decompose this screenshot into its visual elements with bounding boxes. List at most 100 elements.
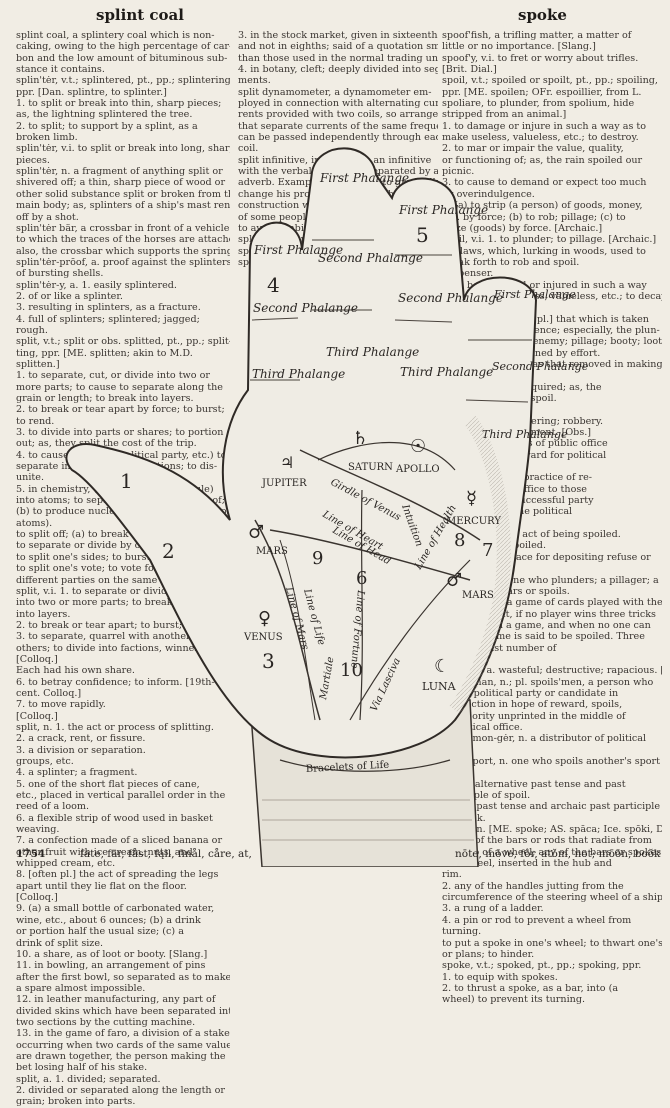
- dictionary-line: ments.: [238, 75, 271, 87]
- dictionary-line: that separate currents of the same frequ…: [238, 120, 438, 132]
- dictionary-line: make useless, valueless, etc.; to destro…: [442, 132, 639, 144]
- dictionary-line: 6. to betray confidence; to inform. [19t…: [16, 676, 215, 688]
- phalange-label: Third Phalange: [482, 428, 568, 441]
- dictionary-line: 2. any of the handles jutting from the: [442, 880, 624, 892]
- dictionary-line: 1. to equip with spokes.: [442, 971, 558, 983]
- dictionary-line: 7. a confection made of a sliced banana …: [16, 835, 223, 847]
- dictionary-line: spoil, v.t.; spoiled or spoilt, pt., pp.…: [442, 75, 658, 87]
- dictionary-line: the hub of a wheel; any of the bars or s…: [442, 846, 662, 858]
- dictionary-line: ting, ppr. [ME. splitten; akin to M.D.: [16, 347, 193, 359]
- line-of-head: [269, 529, 471, 581]
- dictionary-line: caking, owing to the high percentage of …: [16, 41, 230, 53]
- dictionary-line: spoil'ful, a. wasteful; destructive; rap…: [442, 665, 662, 677]
- dictionary-line: of bursting shells.: [16, 268, 104, 280]
- bracelets-of-life: [279, 759, 451, 772]
- dictionary-line: seize (goods) by force. [Archaic.]: [442, 222, 603, 234]
- dictionary-line: 9. (a) a small bottle of carbonated wate…: [16, 903, 215, 915]
- palm-shape: [65, 147, 538, 759]
- line-of-heart: [299, 449, 481, 541]
- dictionary-line: circumference of the steering wheel of a…: [442, 892, 662, 904]
- dictionary-line: little or no importance. [Slang.]: [442, 41, 596, 53]
- line-of-life: [254, 519, 321, 721]
- palm-number-1: 1: [120, 469, 133, 493]
- dictionary-line: pieces.: [16, 154, 50, 166]
- palm-number-4: 4: [267, 273, 280, 297]
- palm-number-7: 7: [482, 540, 493, 561]
- dictionary-line: 12. in leather manufacturing, any part o…: [16, 994, 216, 1006]
- dictionary-line: split dynamometer, a dynamometer em-: [238, 86, 432, 98]
- dictionary-line: an election in hope of reward, spoils,: [442, 699, 623, 711]
- dictionary-line: to separate or divide by or as by splitt…: [16, 540, 220, 552]
- dictionary-line: picnic.: [442, 166, 475, 178]
- dictionary-line: turning.: [442, 926, 482, 938]
- dictionary-line: 1. to separate, cut, or divide into two …: [16, 370, 210, 382]
- line-of-fortune: [359, 489, 363, 721]
- dictionary-line: whipped cream, etc.: [16, 858, 116, 870]
- phalange-label: First Phalange: [253, 243, 343, 257]
- palm-number-2: 2: [162, 539, 175, 563]
- dictionary-line: grain; broken into parts.: [16, 1096, 136, 1108]
- dictionary-line: into layers.: [16, 608, 71, 620]
- dictionary-line: splin'tėr-prōof, a. proof against the sp…: [16, 256, 230, 268]
- dictionary-line: spoke, n. [ME. spoke; AS. spāca; Ice. sp…: [442, 824, 662, 836]
- dictionary-line: 2. to break or tear apart; to burst; to …: [16, 619, 224, 631]
- dictionary-line: 2. a crack, rent, or fissure.: [16, 733, 146, 745]
- palm-number-9: 9: [312, 548, 323, 569]
- dictionary-line: 2. to thrust a spoke, as a bar, into (a: [442, 982, 619, 994]
- girdle-of-venus: [317, 442, 456, 471]
- line-of-health: [349, 559, 471, 721]
- dictionary-line: as, the lightning splintered the tree.: [16, 109, 193, 121]
- dictionary-line: 6. a flexible strip of wood used in bask…: [16, 812, 213, 824]
- dictionary-line: wheel) to prevent its turning.: [442, 994, 586, 1006]
- dictionary-line: wine, etc., about 6 ounces; (b) a drink: [16, 914, 201, 926]
- dictionary-line: 2. to split; to support by a splint, as …: [16, 120, 198, 132]
- dictionary-line: a spare almost impossible.: [16, 982, 146, 994]
- mars-symbol-icon: ♂: [248, 522, 264, 543]
- dictionary-line: splint coal, a splintery coal which is n…: [16, 30, 215, 41]
- dictionary-page: splint coal spoke splint coal, a splinte…: [16, 6, 662, 1107]
- mount-mars-label-left: MARS: [256, 546, 288, 557]
- dictionary-line: or functioning of; as, the rain spoiled …: [442, 154, 643, 166]
- dictionary-line: spoil'ėr, n. 1. one who plunders; a pill…: [442, 574, 662, 586]
- dictionary-line: weaving.: [16, 824, 60, 836]
- dictionary-line: grain or length; to break into layers.: [16, 393, 194, 404]
- dictionary-line: or plans; to hinder.: [442, 948, 535, 960]
- dictionary-line: spoil'-five, n. a game of cards played w…: [442, 597, 662, 609]
- dictionary-line: drink of split size.: [16, 937, 104, 949]
- dictionary-line: etc. by force; (b) to rob; pillage; (c) …: [442, 211, 626, 223]
- mars-symbol-icon: ♂: [446, 570, 462, 591]
- dictionary-line: split, n. 1. the act or process of split…: [16, 721, 214, 733]
- phalange-label: Second Phalange: [253, 301, 358, 315]
- dictionary-line: break forth to rob and spoil.: [442, 256, 580, 268]
- dictionary-line: divided skins which have been separated …: [16, 1005, 230, 1017]
- dictionary-line: 3. a division or separation.: [16, 744, 146, 756]
- mount-jupiter-label: JUPITER: [261, 478, 307, 489]
- dictionary-line: [Colloq.]: [16, 653, 58, 665]
- dictionary-line: more parts; to cause to separate along t…: [16, 381, 223, 393]
- dictionary-line: spoil, n. 1. [usually pl.] that which is…: [442, 313, 649, 325]
- line-of-mars: [279, 539, 316, 721]
- palm-number-10: 10: [340, 660, 363, 681]
- dictionary-line: 3. a rung of a ladder.: [442, 903, 544, 915]
- dictionary-line: [Brit. Dial.]: [442, 64, 497, 76]
- palm-number-5: 5: [416, 223, 429, 247]
- dictionary-line: 2. to be damaged or injured in such a wa…: [442, 279, 647, 291]
- dictionary-line: of a wheel, inserted in the hub and: [442, 858, 612, 870]
- dictionary-line: 1. one of the bars or rods that radiate …: [442, 835, 652, 847]
- mount-saturn-label: SATURN: [348, 462, 393, 473]
- dictionary-line: 4. a splinter; a fragment.: [16, 767, 138, 779]
- dictionary-line: 3. to cause to demand or expect too much: [442, 177, 647, 189]
- palm-number-6: 6: [356, 568, 367, 589]
- dictionary-line: win, the game is said to be spoiled. Thr…: [442, 631, 645, 643]
- dictionary-line: 7. to move rapidly.: [16, 699, 106, 711]
- dictionary-line: spoke, past tense and archaic past parti…: [442, 801, 661, 813]
- dictionary-line: etc., placed in vertical parallel order …: [16, 790, 226, 802]
- dictionary-line: spoils'mon-gėr, n. a distributor of poli…: [442, 733, 647, 745]
- dictionary-line: ployed in connection with alternating cu…: [238, 98, 438, 110]
- palm-number-8: 8: [454, 530, 465, 551]
- bracelets-of-life-label: Bracelets of Life: [306, 760, 390, 775]
- dictionary-line: split, v.t.; split or obs. splitted, pt.…: [16, 336, 230, 348]
- dictionary-line: apart until they lie flat on the floor.: [16, 880, 187, 892]
- dictionary-line: spoilt, alternative past tense and past: [442, 778, 626, 790]
- dictionary-line: out; as, they split the cost of the trip…: [16, 438, 197, 450]
